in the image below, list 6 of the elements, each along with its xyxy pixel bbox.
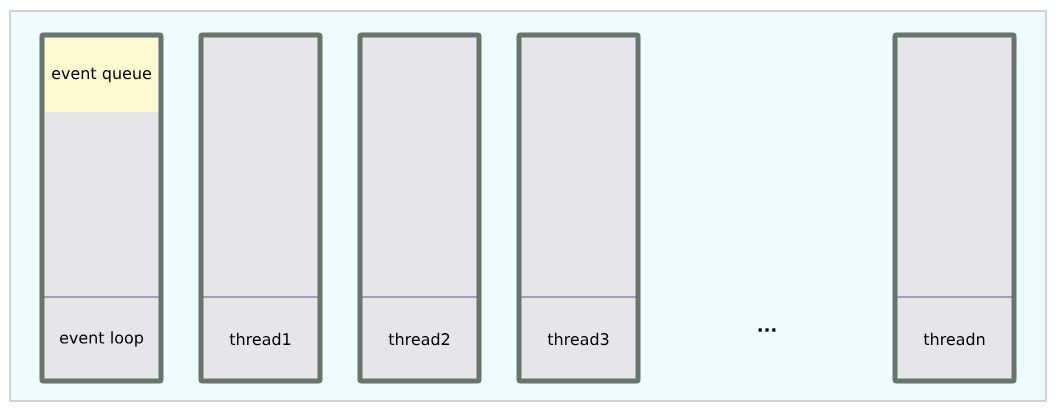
queue-box: event queue <box>45 38 158 112</box>
column-box: thread3 <box>516 32 641 384</box>
column-box: threadn <box>892 32 1017 384</box>
column-box: thread2 <box>357 32 482 384</box>
ellipsis: ... <box>758 328 776 332</box>
column-box: thread1 <box>198 32 323 384</box>
